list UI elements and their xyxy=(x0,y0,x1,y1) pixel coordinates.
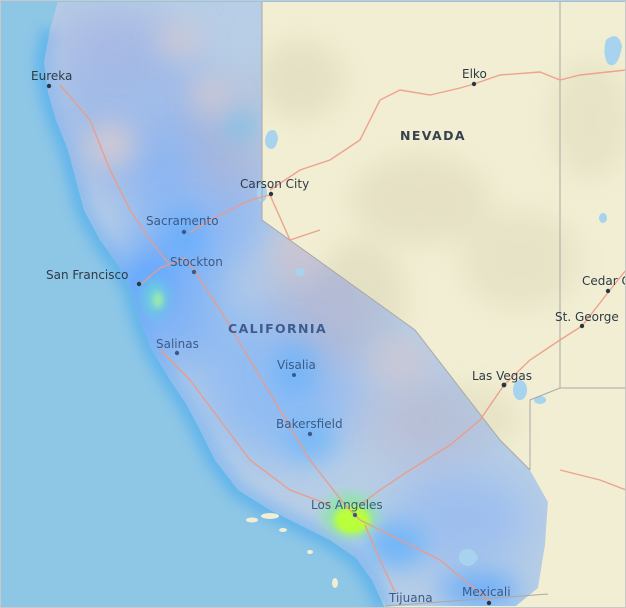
city-label-tijuana: Tijuana xyxy=(388,591,433,605)
city-dot-st-george xyxy=(579,323,585,329)
city-dot-bakersfield xyxy=(307,431,313,437)
city-markers xyxy=(46,81,611,606)
city-dot-elko xyxy=(471,81,477,87)
islands xyxy=(246,513,338,588)
city-label-cedar-city: Cedar City xyxy=(582,274,626,288)
state-borders xyxy=(261,2,626,607)
city-label-san-francisco: San Francisco xyxy=(46,268,128,282)
city-label-visalia: Visalia xyxy=(277,358,316,372)
city-dot-las-vegas xyxy=(501,382,507,388)
city-label-eureka: Eureka xyxy=(31,69,72,83)
highways xyxy=(59,69,626,601)
city-label-sacramento: Sacramento xyxy=(146,214,219,228)
city-label-salinas: Salinas xyxy=(156,337,199,351)
city-label-stockton: Stockton xyxy=(170,255,223,269)
state-label-california: CALIFORNIA xyxy=(228,321,327,336)
city-dot-mexicali xyxy=(486,600,492,606)
city-label-elko: Elko xyxy=(462,67,487,81)
city-dot-eureka xyxy=(46,83,52,89)
heatmap-layer xyxy=(44,2,548,606)
city-dot-san-francisco xyxy=(136,281,142,287)
city-dot-los-angeles xyxy=(352,512,358,518)
city-dot-stockton xyxy=(191,269,197,275)
city-dot-carson-city xyxy=(268,191,274,197)
state-label-nevada: NEVADA xyxy=(400,128,466,143)
city-label-mexicali: Mexicali xyxy=(462,585,511,599)
city-dot-salinas xyxy=(174,350,180,356)
city-label-los-angeles: Los Angeles xyxy=(311,498,383,512)
city-dot-visalia xyxy=(292,373,296,377)
city-dot-cedar-city xyxy=(605,288,611,294)
city-dot-sacramento xyxy=(181,229,187,235)
city-label-las-vegas: Las Vegas xyxy=(472,369,532,383)
city-label-bakersfield: Bakersfield xyxy=(276,417,343,431)
city-label-st-george: St. George xyxy=(555,310,619,324)
city-label-carson-city: Carson City xyxy=(240,177,309,191)
